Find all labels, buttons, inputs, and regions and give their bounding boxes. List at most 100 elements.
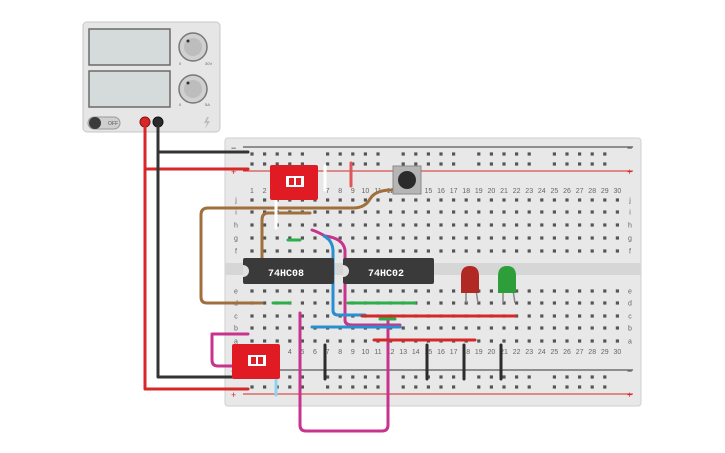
breadboard-hole[interactable] — [489, 339, 493, 343]
dip-switch-bottom[interactable] — [232, 344, 280, 379]
breadboard-hole[interactable] — [263, 210, 267, 214]
breadboard-hole[interactable] — [288, 314, 292, 318]
breadboard-hole[interactable] — [565, 301, 569, 305]
breadboard-hole[interactable] — [275, 314, 279, 318]
breadboard-hole[interactable] — [263, 339, 267, 343]
breadboard-hole[interactable] — [452, 301, 456, 305]
breadboard-hole[interactable] — [338, 385, 342, 389]
breadboard-hole[interactable] — [489, 210, 493, 214]
breadboard-hole[interactable] — [263, 236, 267, 240]
breadboard-hole[interactable] — [351, 236, 355, 240]
breadboard-hole[interactable] — [615, 198, 619, 202]
breadboard-hole[interactable] — [615, 326, 619, 330]
breadboard-hole[interactable] — [590, 375, 594, 379]
breadboard-hole[interactable] — [300, 162, 304, 166]
breadboard-hole[interactable] — [502, 249, 506, 253]
breadboard-hole[interactable] — [527, 289, 531, 293]
breadboard-hole[interactable] — [540, 223, 544, 227]
breadboard-hole[interactable] — [565, 326, 569, 330]
breadboard-hole[interactable] — [464, 249, 468, 253]
breadboard-hole[interactable] — [502, 375, 506, 379]
breadboard-hole[interactable] — [288, 326, 292, 330]
breadboard-holes[interactable] — [250, 152, 619, 389]
breadboard-hole[interactable] — [540, 289, 544, 293]
breadboard-hole[interactable] — [552, 210, 556, 214]
voltage-knob[interactable]: 0 30V — [178, 32, 212, 66]
breadboard-hole[interactable] — [552, 198, 556, 202]
breadboard-hole[interactable] — [288, 162, 292, 166]
breadboard-hole[interactable] — [376, 236, 380, 240]
breadboard-hole[interactable] — [414, 375, 418, 379]
breadboard-hole[interactable] — [603, 326, 607, 330]
breadboard-hole[interactable] — [590, 210, 594, 214]
breadboard-hole[interactable] — [590, 385, 594, 389]
wire-magenta-upper[interactable] — [310, 228, 402, 327]
breadboard-hole[interactable] — [552, 375, 556, 379]
breadboard-hole[interactable] — [515, 301, 519, 305]
breadboard-hole[interactable] — [426, 152, 430, 156]
breadboard-hole[interactable] — [578, 210, 582, 214]
breadboard-hole[interactable] — [603, 289, 607, 293]
breadboard-hole[interactable] — [389, 198, 393, 202]
breadboard-hole[interactable] — [502, 326, 506, 330]
breadboard-hole[interactable] — [313, 289, 317, 293]
breadboard-hole[interactable] — [250, 162, 254, 166]
chip-74hc08[interactable]: 74HC08 — [243, 258, 334, 284]
breadboard-hole[interactable] — [590, 339, 594, 343]
breadboard-hole[interactable] — [590, 223, 594, 227]
breadboard-hole[interactable] — [603, 210, 607, 214]
breadboard-hole[interactable] — [414, 236, 418, 240]
breadboard-hole[interactable] — [603, 249, 607, 253]
breadboard-hole[interactable] — [250, 339, 254, 343]
breadboard-hole[interactable] — [439, 249, 443, 253]
breadboard-hole[interactable] — [452, 152, 456, 156]
breadboard-hole[interactable] — [263, 314, 267, 318]
breadboard-hole[interactable] — [250, 210, 254, 214]
breadboard-hole[interactable] — [401, 223, 405, 227]
breadboard-hole[interactable] — [300, 223, 304, 227]
breadboard-hole[interactable] — [515, 162, 519, 166]
breadboard-hole[interactable] — [363, 236, 367, 240]
breadboard-hole[interactable] — [426, 210, 430, 214]
breadboard-hole[interactable] — [326, 385, 330, 389]
breadboard-hole[interactable] — [527, 314, 531, 318]
breadboard-hole[interactable] — [477, 375, 481, 379]
breadboard-hole[interactable] — [426, 289, 430, 293]
breadboard-hole[interactable] — [565, 314, 569, 318]
breadboard-hole[interactable] — [552, 236, 556, 240]
breadboard-hole[interactable] — [477, 152, 481, 156]
breadboard-hole[interactable] — [515, 236, 519, 240]
breadboard-hole[interactable] — [590, 152, 594, 156]
breadboard-hole[interactable] — [477, 162, 481, 166]
breadboard-hole[interactable] — [363, 223, 367, 227]
breadboard-hole[interactable] — [376, 249, 380, 253]
breadboard-hole[interactable] — [489, 152, 493, 156]
breadboard-hole[interactable] — [578, 375, 582, 379]
wire-red-supply-bottom[interactable] — [143, 125, 250, 391]
breadboard-hole[interactable] — [452, 249, 456, 253]
breadboard-hole[interactable] — [401, 385, 405, 389]
breadboard-hole[interactable] — [313, 236, 317, 240]
breadboard-hole[interactable] — [540, 198, 544, 202]
breadboard-hole[interactable] — [452, 223, 456, 227]
breadboard-hole[interactable] — [426, 326, 430, 330]
breadboard-hole[interactable] — [502, 152, 506, 156]
breadboard-hole[interactable] — [439, 223, 443, 227]
breadboard-hole[interactable] — [477, 236, 481, 240]
breadboard-hole[interactable] — [590, 162, 594, 166]
breadboard-hole[interactable] — [603, 223, 607, 227]
breadboard-hole[interactable] — [515, 210, 519, 214]
breadboard-hole[interactable] — [515, 326, 519, 330]
breadboard-hole[interactable] — [250, 289, 254, 293]
breadboard-hole[interactable] — [502, 301, 506, 305]
breadboard-hole[interactable] — [590, 326, 594, 330]
breadboard-hole[interactable] — [338, 301, 342, 305]
breadboard-hole[interactable] — [502, 223, 506, 227]
switch-lever[interactable] — [251, 357, 256, 364]
breadboard-hole[interactable] — [338, 339, 342, 343]
breadboard-hole[interactable] — [527, 152, 531, 156]
breadboard-hole[interactable] — [389, 236, 393, 240]
breadboard-hole[interactable] — [515, 223, 519, 227]
breadboard-hole[interactable] — [351, 152, 355, 156]
breadboard-hole[interactable] — [426, 385, 430, 389]
